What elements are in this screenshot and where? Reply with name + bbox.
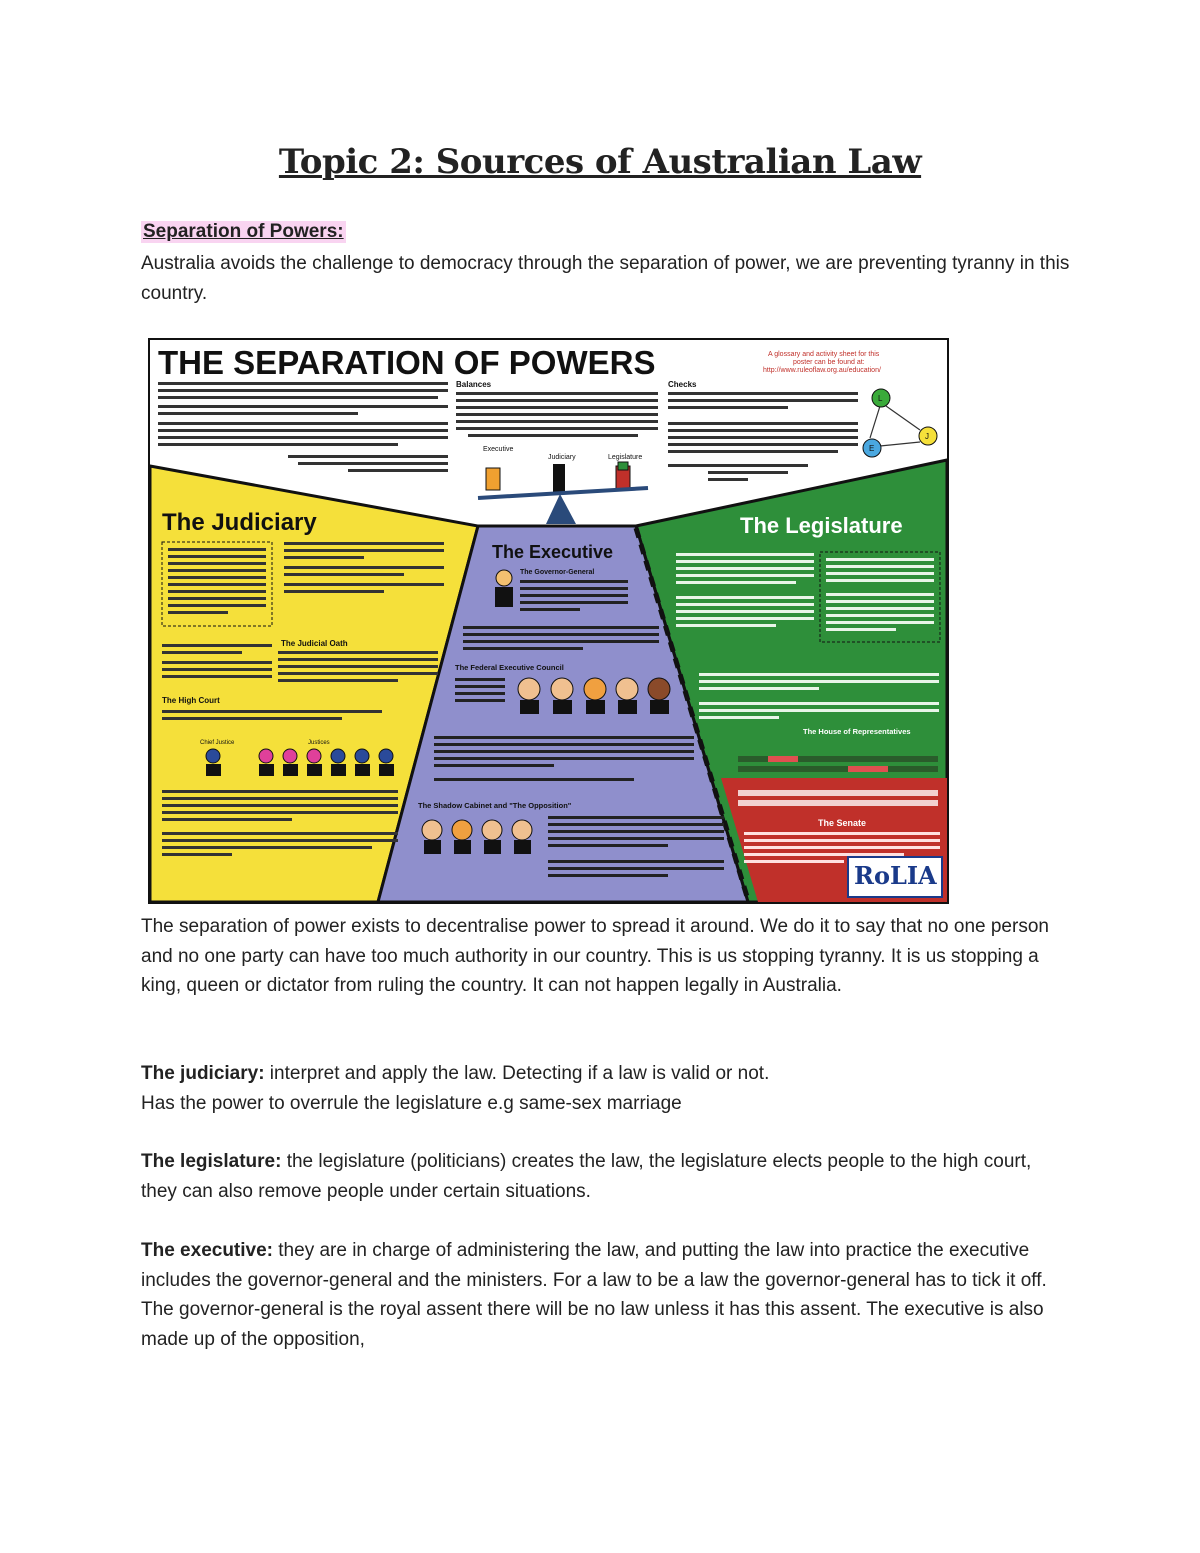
svg-text:The Governor-General: The Governor-General	[520, 569, 594, 576]
judiciary-heading: The Judiciary	[162, 509, 317, 536]
svg-text:E: E	[869, 444, 874, 453]
page-title: Topic 2: Sources of Australian Law	[278, 142, 922, 182]
executive-text: they are in charge of administering the …	[141, 1240, 1047, 1350]
judiciary-text: interpret and apply the law. Detecting i…	[264, 1063, 770, 1084]
svg-text:Judiciary: Judiciary	[548, 454, 576, 461]
legislature-heading: The Legislature	[740, 513, 903, 538]
svg-text:Chief Justice: Chief Justice	[200, 740, 235, 746]
legislature-paragraph: The legislature: the legislature (politi…	[141, 1147, 1071, 1206]
legislature-text: the legislature (politicians) creates th…	[141, 1151, 1032, 1202]
rolia-logo: RoLIA	[854, 861, 937, 890]
judiciary-text-2: Has the power to overrule the legislatur…	[141, 1092, 682, 1114]
svg-text:http://www.ruleoflaw.org.au/ed: http://www.ruleoflaw.org.au/education/	[763, 367, 881, 374]
separation-of-powers-poster: THE SEPARATION OF POWERS A glossary and …	[148, 338, 949, 904]
svg-text:L: L	[878, 394, 883, 403]
judiciary-paragraph: The judiciary: interpret and apply the l…	[141, 1059, 1071, 1118]
poster-title: THE SEPARATION OF POWERS	[158, 344, 655, 381]
svg-text:Legislature: Legislature	[608, 454, 642, 461]
svg-text:J: J	[925, 432, 929, 441]
svg-text:The Federal Executive Council: The Federal Executive Council	[455, 663, 564, 672]
svg-text:Executive: Executive	[483, 446, 513, 453]
checks-heading: Checks	[668, 380, 697, 389]
svg-text:A glossary and activity sheet: A glossary and activity sheet for this	[768, 351, 880, 358]
svg-text:poster can be found at:: poster can be found at:	[793, 359, 865, 366]
executive-paragraph: The executive: they are in charge of adm…	[141, 1236, 1071, 1354]
legislature-label: The legislature:	[141, 1151, 282, 1172]
svg-text:The High Court: The High Court	[162, 696, 220, 705]
svg-text:Justices: Justices	[308, 740, 330, 746]
svg-text:The Judicial Oath: The Judicial Oath	[281, 639, 348, 648]
executive-heading: The Executive	[492, 542, 613, 562]
balances-heading: Balances	[456, 380, 492, 389]
intro-paragraph: Australia avoids the challenge to democr…	[141, 253, 1070, 304]
body-paragraph: The separation of power exists to decent…	[141, 916, 1049, 996]
svg-text:The House of Representatives: The House of Representatives	[803, 727, 911, 736]
section-heading: Separation of Powers:	[141, 221, 346, 243]
executive-label: The executive:	[141, 1240, 273, 1261]
judiciary-label: The judiciary:	[141, 1063, 265, 1084]
svg-text:The Senate: The Senate	[818, 818, 866, 828]
svg-text:The Shadow Cabinet and "The Op: The Shadow Cabinet and "The Opposition"	[418, 801, 572, 810]
